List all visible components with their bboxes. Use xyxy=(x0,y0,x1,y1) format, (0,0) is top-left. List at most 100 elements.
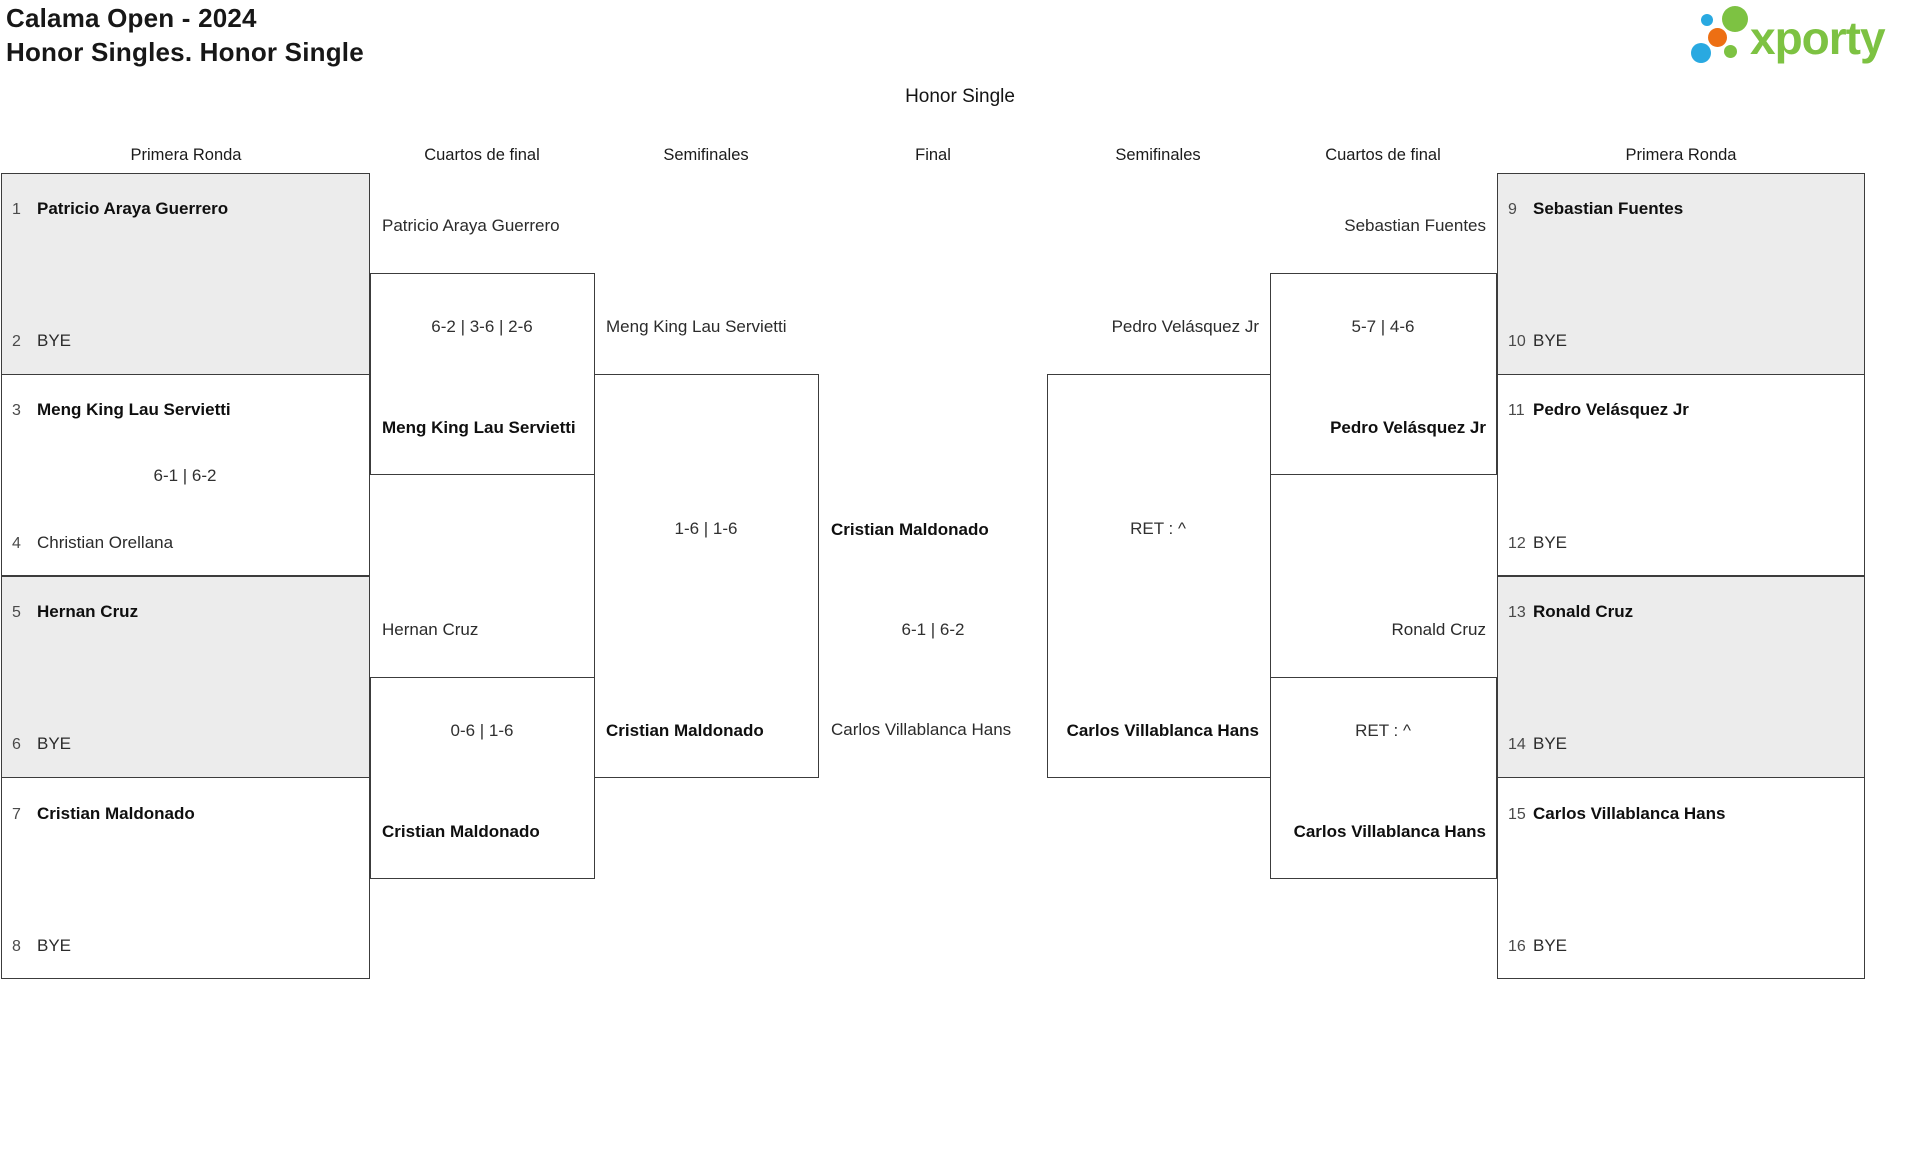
match-score: RET : ^ xyxy=(1355,721,1411,740)
seed-number: 10 xyxy=(1508,333,1526,350)
player-name: Pedro Velásquez Jr xyxy=(1330,418,1486,437)
player-name: Meng King Lau Servietti xyxy=(382,418,576,437)
match-score: 0-6 | 1-6 xyxy=(450,721,514,740)
match-box xyxy=(1,777,370,979)
player-row: Hernan Cruz xyxy=(382,618,478,642)
player-row: Carlos Villablanca Hans xyxy=(1067,719,1259,743)
player-name: Sebastian Fuentes xyxy=(1344,216,1486,235)
seed-number: 4 xyxy=(12,535,21,552)
player-row: 8 BYE xyxy=(12,934,71,958)
player-row: 10 BYE xyxy=(1508,329,1567,353)
player-name: BYE xyxy=(37,331,72,350)
player-name: Pedro Velásquez Jr xyxy=(1111,317,1259,336)
match-box xyxy=(594,374,819,778)
match-box xyxy=(1047,374,1271,778)
player-name: BYE xyxy=(1533,331,1568,350)
round-header-final: Final xyxy=(915,146,951,164)
player-name: Carlos Villablanca Hans xyxy=(1293,822,1486,841)
seed-number: 15 xyxy=(1508,806,1526,823)
logo-dot-icon xyxy=(1708,28,1727,47)
player-name: Carlos Villablanca Hans xyxy=(1533,804,1726,823)
seed-number: 6 xyxy=(12,736,21,753)
player-name: Meng King Lau Servietti xyxy=(37,400,231,419)
tournament-header: Calama Open - 2024 Honor Singles. Honor … xyxy=(6,1,364,69)
player-row: 11 Pedro Velásquez Jr xyxy=(1508,398,1689,422)
seed-number: 16 xyxy=(1508,938,1526,955)
match-box xyxy=(1,173,370,375)
player-row: 5 Hernan Cruz xyxy=(12,600,138,624)
player-name: Pedro Velásquez Jr xyxy=(1533,400,1689,419)
player-row: Pedro Velásquez Jr xyxy=(1112,315,1259,339)
player-name: Cristian Maldonado xyxy=(606,721,764,740)
logo-dot-icon xyxy=(1691,43,1711,63)
logo-dot-icon xyxy=(1701,14,1713,26)
match-box xyxy=(1497,173,1865,375)
tournament-title: Calama Open - 2024 xyxy=(6,3,257,33)
player-name: Ronald Cruz xyxy=(1391,620,1487,639)
player-row: Carlos Villablanca Hans xyxy=(1294,820,1486,844)
match-box xyxy=(1497,777,1865,979)
seed-number: 9 xyxy=(1508,201,1517,218)
seed-number: 11 xyxy=(1508,402,1525,419)
player-name: BYE xyxy=(1533,936,1568,955)
bracket-title: Honor Single xyxy=(905,86,1015,107)
match-box xyxy=(370,677,595,879)
round-header-primera-ronda-left: Primera Ronda xyxy=(130,146,242,164)
seed-number: 2 xyxy=(12,333,21,350)
player-name: Ronald Cruz xyxy=(1533,602,1634,621)
logo-dot-icon xyxy=(1724,45,1737,58)
round-header-primera-ronda-right: Primera Ronda xyxy=(1625,146,1737,164)
seed-number: 5 xyxy=(12,604,21,621)
player-row: 9 Sebastian Fuentes xyxy=(1508,197,1683,221)
match-box xyxy=(370,273,595,475)
player-row: Carlos Villablanca Hans xyxy=(831,718,1011,742)
player-row: 3 Meng King Lau Servietti xyxy=(12,398,231,422)
match-box xyxy=(1,374,370,576)
match-box xyxy=(1270,273,1497,475)
player-row: Patricio Araya Guerrero xyxy=(382,214,560,238)
player-name: Meng King Lau Servietti xyxy=(606,317,787,336)
player-name: BYE xyxy=(1533,734,1568,753)
round-header-cuartos-right: Cuartos de final xyxy=(1325,146,1441,164)
seed-number: 7 xyxy=(12,806,21,823)
player-row: 2 BYE xyxy=(12,329,71,353)
player-row: 13 Ronald Cruz xyxy=(1508,600,1633,624)
player-row: Meng King Lau Servietti xyxy=(382,416,576,440)
player-row: 16 BYE xyxy=(1508,934,1567,958)
player-name: Carlos Villablanca Hans xyxy=(831,720,1012,739)
player-row: Cristian Maldonado xyxy=(606,719,764,743)
round-header-cuartos-left: Cuartos de final xyxy=(424,146,540,164)
xporty-logo: xporty xyxy=(1688,3,1918,71)
player-row: Meng King Lau Servietti xyxy=(606,315,787,339)
seed-number: 8 xyxy=(12,938,21,955)
seed-number: 13 xyxy=(1508,604,1526,621)
match-score: 1-6 | 1-6 xyxy=(674,519,738,538)
player-row: Ronald Cruz xyxy=(1392,618,1487,642)
player-row: 6 BYE xyxy=(12,732,71,756)
player-row: Pedro Velásquez Jr xyxy=(1330,416,1486,440)
player-name: Hernan Cruz xyxy=(37,602,139,621)
match-score: 6-2 | 3-6 | 2-6 xyxy=(431,317,533,336)
player-name: Cristian Maldonado xyxy=(831,520,989,539)
player-name: Sebastian Fuentes xyxy=(1533,199,1684,218)
logo-wordmark: xporty xyxy=(1750,12,1886,64)
player-name: BYE xyxy=(37,734,72,753)
round-header-semifinales-left: Semifinales xyxy=(663,146,749,164)
match-score: 6-1 | 6-2 xyxy=(901,620,965,639)
player-row: Cristian Maldonado xyxy=(831,518,989,542)
player-name: Cristian Maldonado xyxy=(382,822,540,841)
match-score: 5-7 | 4-6 xyxy=(1351,317,1415,336)
player-name: Cristian Maldonado xyxy=(37,804,195,823)
seed-number: 3 xyxy=(12,402,21,419)
player-name: Patricio Araya Guerrero xyxy=(382,216,560,235)
match-box xyxy=(1497,576,1865,778)
player-name: Christian Orellana xyxy=(37,533,174,552)
match-score: 6-1 | 6-2 xyxy=(153,466,217,485)
match-score: RET : ^ xyxy=(1130,519,1186,538)
tournament-subtitle: Honor Singles. Honor Single xyxy=(6,37,364,67)
player-name: BYE xyxy=(37,936,72,955)
